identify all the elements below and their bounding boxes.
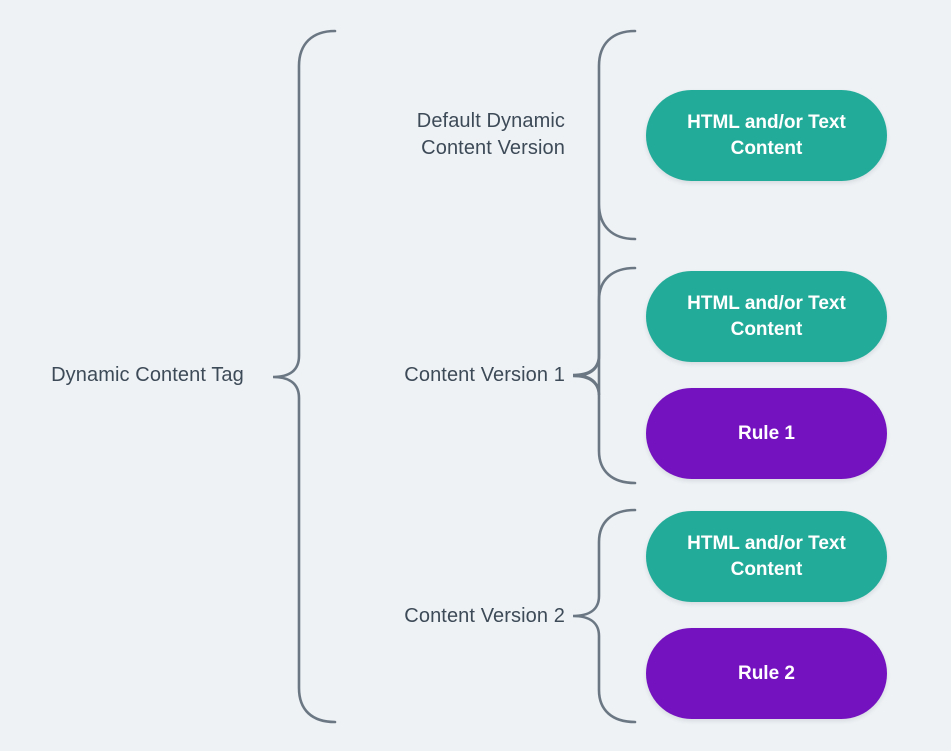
branch-label-content-version-1: Content Version 1: [404, 364, 565, 386]
rule-pill-1: Rule 1: [646, 388, 887, 479]
brace-branch-0: [572, 29, 637, 396]
branch-label-content-version-2: Content Version 2: [404, 605, 565, 627]
branch-label-default-dynamic-content-version: Default Dynamic Content Version: [416, 110, 565, 159]
rule-pill-2: Rule 2: [646, 628, 887, 719]
content-pill-default: HTML and/or Text Content: [646, 90, 887, 181]
brace-root: [272, 29, 337, 724]
brace-branch-2: [572, 508, 637, 724]
root-node-label: Dynamic Content Tag: [51, 364, 244, 386]
brace-branch-1: [572, 266, 637, 485]
content-pill-version-2: HTML and/or Text Content: [646, 511, 887, 602]
content-pill-version-1: HTML and/or Text Content: [646, 271, 887, 362]
